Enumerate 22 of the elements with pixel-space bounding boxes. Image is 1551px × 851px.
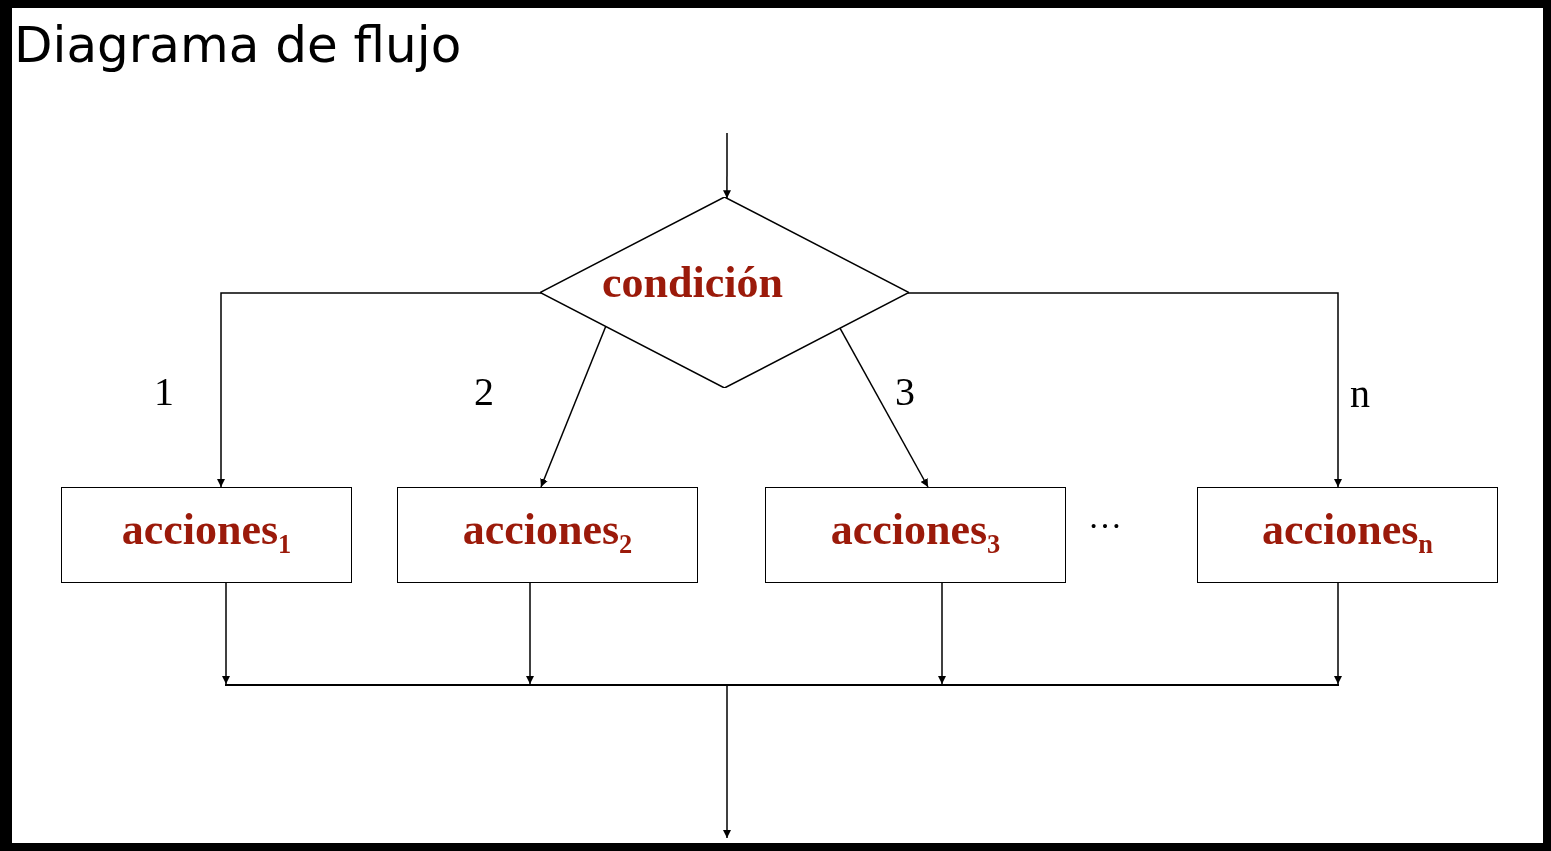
arrow [1334, 582, 1342, 685]
arrow [907, 292, 1342, 488]
process-box [397, 487, 698, 583]
arrow [526, 582, 534, 685]
node-label: acciones$_{3}$ [830, 503, 1001, 555]
arrow [222, 582, 230, 685]
node-label: condición [602, 257, 783, 308]
node-label: acciones$_{2}$ [462, 503, 633, 555]
node-label: acciones$_{n}$ [1261, 503, 1434, 555]
process-box [765, 487, 1066, 583]
process-box [1197, 487, 1498, 583]
arrow [938, 582, 946, 685]
ellipsis-label: … [1088, 500, 1122, 534]
node-label: acciones$_{1}$ [121, 503, 292, 555]
arrow [722, 132, 731, 200]
merge-line [225, 684, 1339, 686]
title: Diagrama de flujo [14, 16, 462, 74]
process-box [61, 487, 352, 583]
arrow [217, 292, 542, 488]
arrow [723, 685, 731, 839]
arrow [540, 325, 607, 488]
arrow [839, 327, 929, 488]
